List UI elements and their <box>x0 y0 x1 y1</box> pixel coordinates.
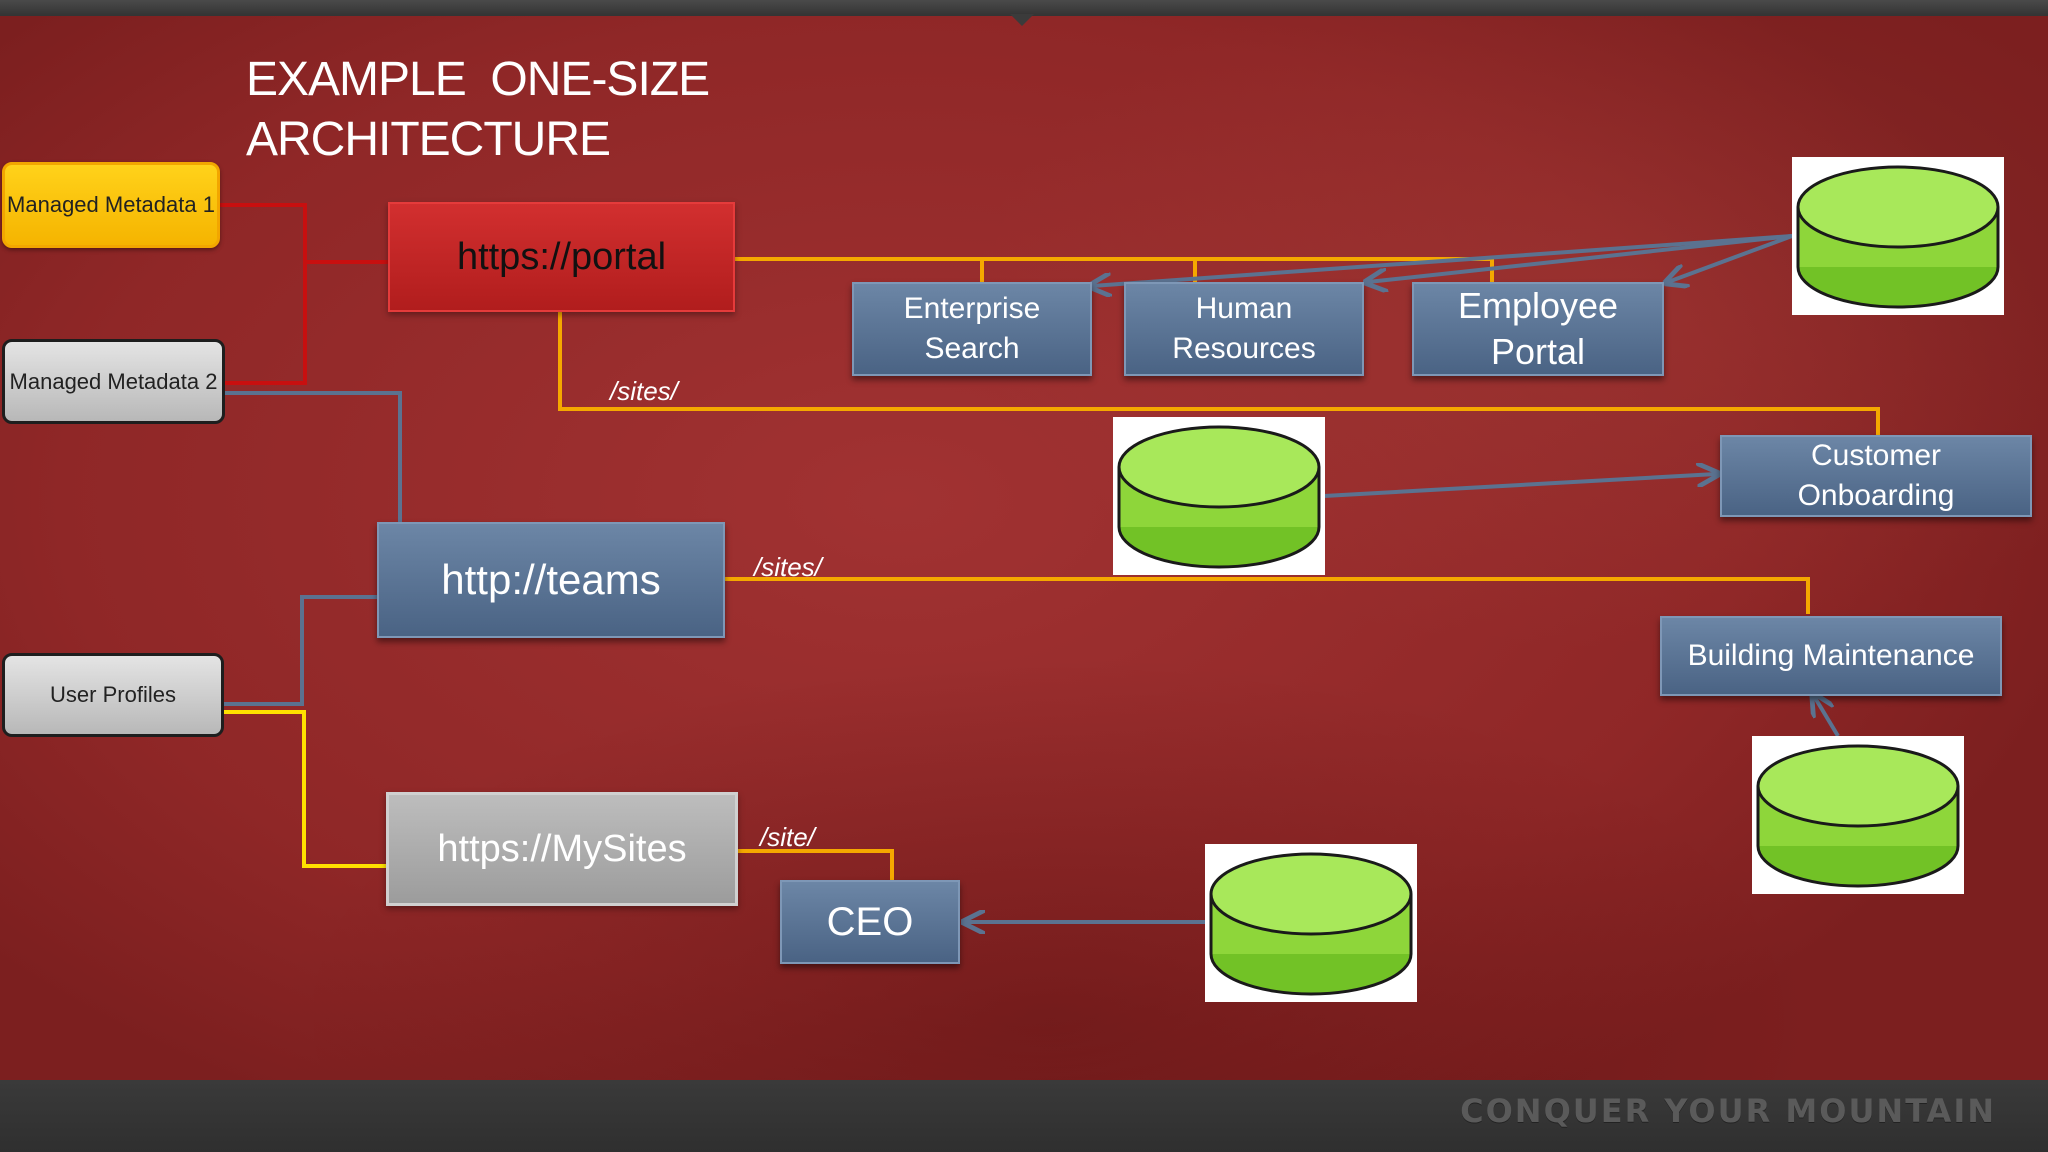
database-icon <box>1113 417 1325 575</box>
managed-metadata-1-service: Managed Metadata 1 <box>2 162 220 248</box>
footer-bar <box>0 1080 2048 1152</box>
arrow-db-to-enterprise-search <box>1092 234 1793 286</box>
mysites-web-app: https://MySites <box>386 792 738 906</box>
connector-mm2-teams <box>225 391 402 525</box>
title-line-1: EXAMPLE ONE-SIZE <box>246 53 710 106</box>
mysites-site-path-label: /site/ <box>760 822 815 852</box>
top-bar <box>0 0 2048 16</box>
arrow-db-to-employee-portal <box>1668 234 1793 282</box>
connector-mm1-portal <box>218 203 390 264</box>
database-icon <box>1752 736 1964 894</box>
portal-web-app: https://portal <box>388 202 735 312</box>
human-resources-site: Human Resources <box>1124 282 1364 376</box>
connector-portal-customer-onboarding <box>558 312 1880 435</box>
teams-web-app: http://teams <box>377 522 725 638</box>
customer-onboarding-site: Customer Onboarding <box>1720 435 2032 517</box>
managed-metadata-2-service: Managed Metadata 2 <box>2 339 225 424</box>
user-profiles-service: User Profiles <box>2 653 224 737</box>
connector-mysites-ceo <box>738 849 894 880</box>
ceo-site: CEO <box>780 880 960 964</box>
arrow-db-to-human-resources <box>1368 234 1793 282</box>
database-icon <box>1205 844 1417 1002</box>
connector-profiles-mysites <box>222 710 388 868</box>
slide-title: EXAMPLE ONE-SIZE ARCHITECTURE <box>246 50 946 170</box>
title-line-2: ARCHITECTURE <box>246 113 611 166</box>
enterprise-search-site: Enterprise Search <box>852 282 1092 376</box>
arrow-db-to-building-maintenance <box>1814 696 1840 738</box>
connector-teams-building-maintenance <box>724 577 1810 614</box>
connector-mm2-portal <box>225 262 307 385</box>
database-icon <box>1792 157 2004 315</box>
teams-sites-path-label: /sites/ <box>754 552 822 582</box>
arrow-db-to-customer-onboarding <box>1323 474 1716 498</box>
connector-profiles-teams <box>222 595 378 706</box>
portal-sites-path-label: /sites/ <box>610 376 678 406</box>
top-notch <box>1010 14 1034 26</box>
building-maintenance-site: Building Maintenance <box>1660 616 2002 696</box>
employee-portal-site: Employee Portal <box>1412 282 1664 376</box>
footer-tagline: CONQUER YOUR MOUNTAIN <box>1460 1092 1996 1130</box>
